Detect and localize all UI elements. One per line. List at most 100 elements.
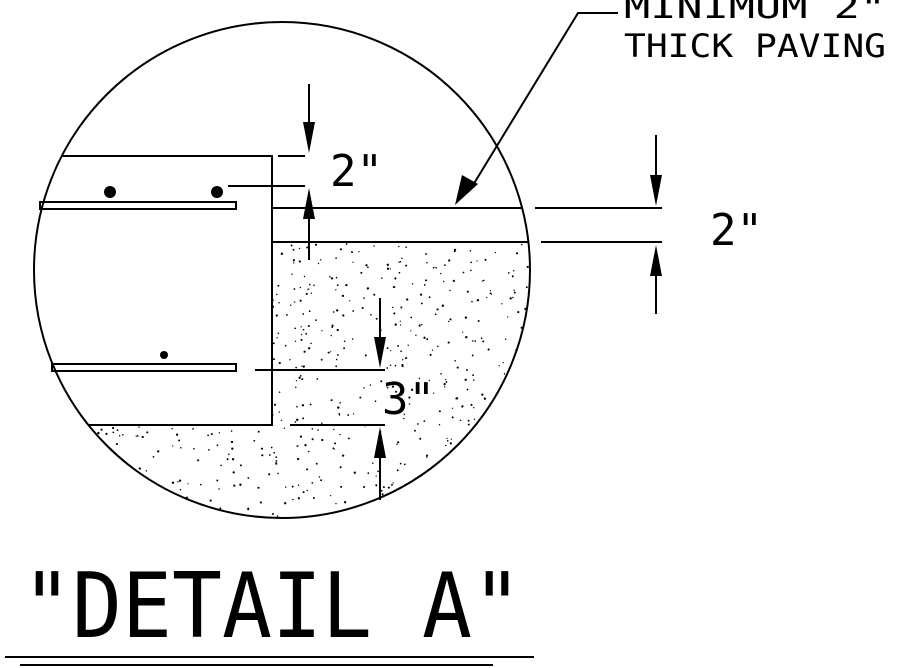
- stipple-dot: [383, 505, 386, 508]
- stipple-dot: [459, 419, 462, 422]
- stipple-dot: [425, 456, 428, 458]
- stipple-dot: [509, 297, 512, 300]
- stipple-dot: [333, 428, 335, 431]
- stipple-dot: [135, 435, 137, 437]
- stipple-dot: [394, 277, 397, 280]
- stipple-dot: [276, 293, 278, 296]
- stipple-dot: [95, 477, 97, 480]
- stipple-dot: [277, 472, 279, 475]
- concrete-block-outline: [34, 155, 273, 426]
- stipple-dot: [156, 494, 159, 497]
- stipple-dot: [340, 485, 343, 488]
- stipple-dot: [372, 462, 374, 464]
- arrow-top-up: [303, 188, 315, 219]
- stipple-dot: [389, 268, 392, 270]
- stipple-dot: [400, 350, 402, 353]
- stipple-dot: [436, 472, 439, 475]
- stipple-dot: [293, 288, 296, 290]
- stipple-dot: [526, 265, 529, 268]
- stipple-dot: [516, 427, 518, 429]
- stipple-dot: [394, 364, 397, 367]
- stipple-dot: [398, 261, 400, 263]
- stipple-dot: [349, 300, 351, 302]
- stipple-dot: [334, 442, 337, 445]
- stipple-dot: [525, 489, 528, 492]
- stipple-dot: [417, 423, 419, 425]
- stipple-dot: [443, 382, 446, 386]
- stipple-dot: [283, 427, 286, 430]
- stipple-dot: [152, 514, 155, 517]
- stipple-dot: [415, 488, 418, 491]
- stipple-dot: [405, 516, 407, 518]
- stipple-dot: [509, 464, 512, 466]
- stipple-dot: [278, 391, 281, 393]
- stipple-dot: [336, 354, 339, 356]
- stipple-dot: [309, 283, 311, 286]
- stipple-dot: [353, 471, 356, 474]
- stipple-dot: [347, 414, 350, 416]
- stipple-dot: [394, 503, 397, 506]
- stipple-dot: [290, 244, 293, 247]
- stipple-dot: [514, 393, 517, 395]
- stipple-dot: [511, 275, 514, 278]
- stipple-dot: [286, 314, 288, 316]
- stipple-dot: [532, 251, 534, 253]
- stipple-dot: [199, 511, 202, 514]
- stipple-dot: [483, 397, 487, 400]
- stipple-dot: [295, 386, 297, 389]
- stipple-dot: [398, 271, 401, 274]
- stipple-dot: [525, 498, 528, 501]
- stipple-dot: [526, 479, 528, 481]
- stipple-dot: [428, 379, 431, 382]
- stipple-dot: [478, 439, 481, 442]
- stipple-dot: [152, 456, 155, 458]
- stipple-dot: [502, 362, 504, 364]
- stipple-dot: [466, 448, 469, 450]
- stipple-dot: [208, 449, 210, 451]
- stipple-dot: [331, 326, 334, 329]
- stipple-dot: [405, 357, 408, 360]
- stipple-dot: [468, 493, 471, 496]
- stipple-dot: [481, 393, 484, 396]
- stipple-dot: [302, 328, 305, 331]
- stipple-dot: [373, 293, 376, 296]
- stipple-dot: [122, 505, 125, 508]
- stipple-dot: [301, 365, 303, 367]
- stipple-dot: [391, 509, 394, 513]
- stipple-dot: [441, 304, 445, 307]
- stipple-dot: [446, 439, 449, 442]
- stipple-dot: [307, 450, 310, 453]
- stipple-dot: [375, 317, 378, 320]
- stipple-dot: [335, 503, 337, 505]
- stipple-dot: [276, 337, 278, 339]
- stipple-dot: [207, 434, 209, 437]
- stipple-dot: [335, 358, 338, 361]
- stipple-dot: [370, 313, 372, 316]
- stipple-dot: [110, 493, 114, 496]
- stipple-dot: [302, 313, 305, 315]
- stipple-dot: [472, 379, 475, 381]
- stipple-dot: [291, 485, 294, 488]
- stipple-dot: [309, 403, 312, 406]
- stipple-dot: [320, 479, 323, 482]
- stipple-dot: [297, 445, 299, 447]
- stipple-dot: [380, 489, 383, 492]
- rebar-dot-right: [211, 186, 223, 198]
- stipple-dot: [429, 353, 432, 356]
- stipple-dot: [403, 463, 406, 466]
- stipple-dot: [118, 482, 120, 484]
- stipple-dot: [380, 380, 383, 383]
- stipple-dot: [302, 365, 305, 368]
- stipple-dot: [530, 316, 531, 317]
- stipple-dot: [230, 430, 233, 432]
- stipple-dot: [339, 433, 341, 436]
- stipple-dot: [449, 499, 451, 502]
- stipple-dot: [483, 455, 485, 457]
- stipple-dot: [343, 347, 346, 350]
- stipple-dot: [338, 412, 341, 415]
- stipple-dot: [298, 376, 301, 379]
- stipple-dot: [414, 429, 416, 432]
- stipple-dot: [529, 370, 530, 373]
- stipple-dot: [461, 331, 464, 333]
- stipple-dot: [331, 324, 334, 327]
